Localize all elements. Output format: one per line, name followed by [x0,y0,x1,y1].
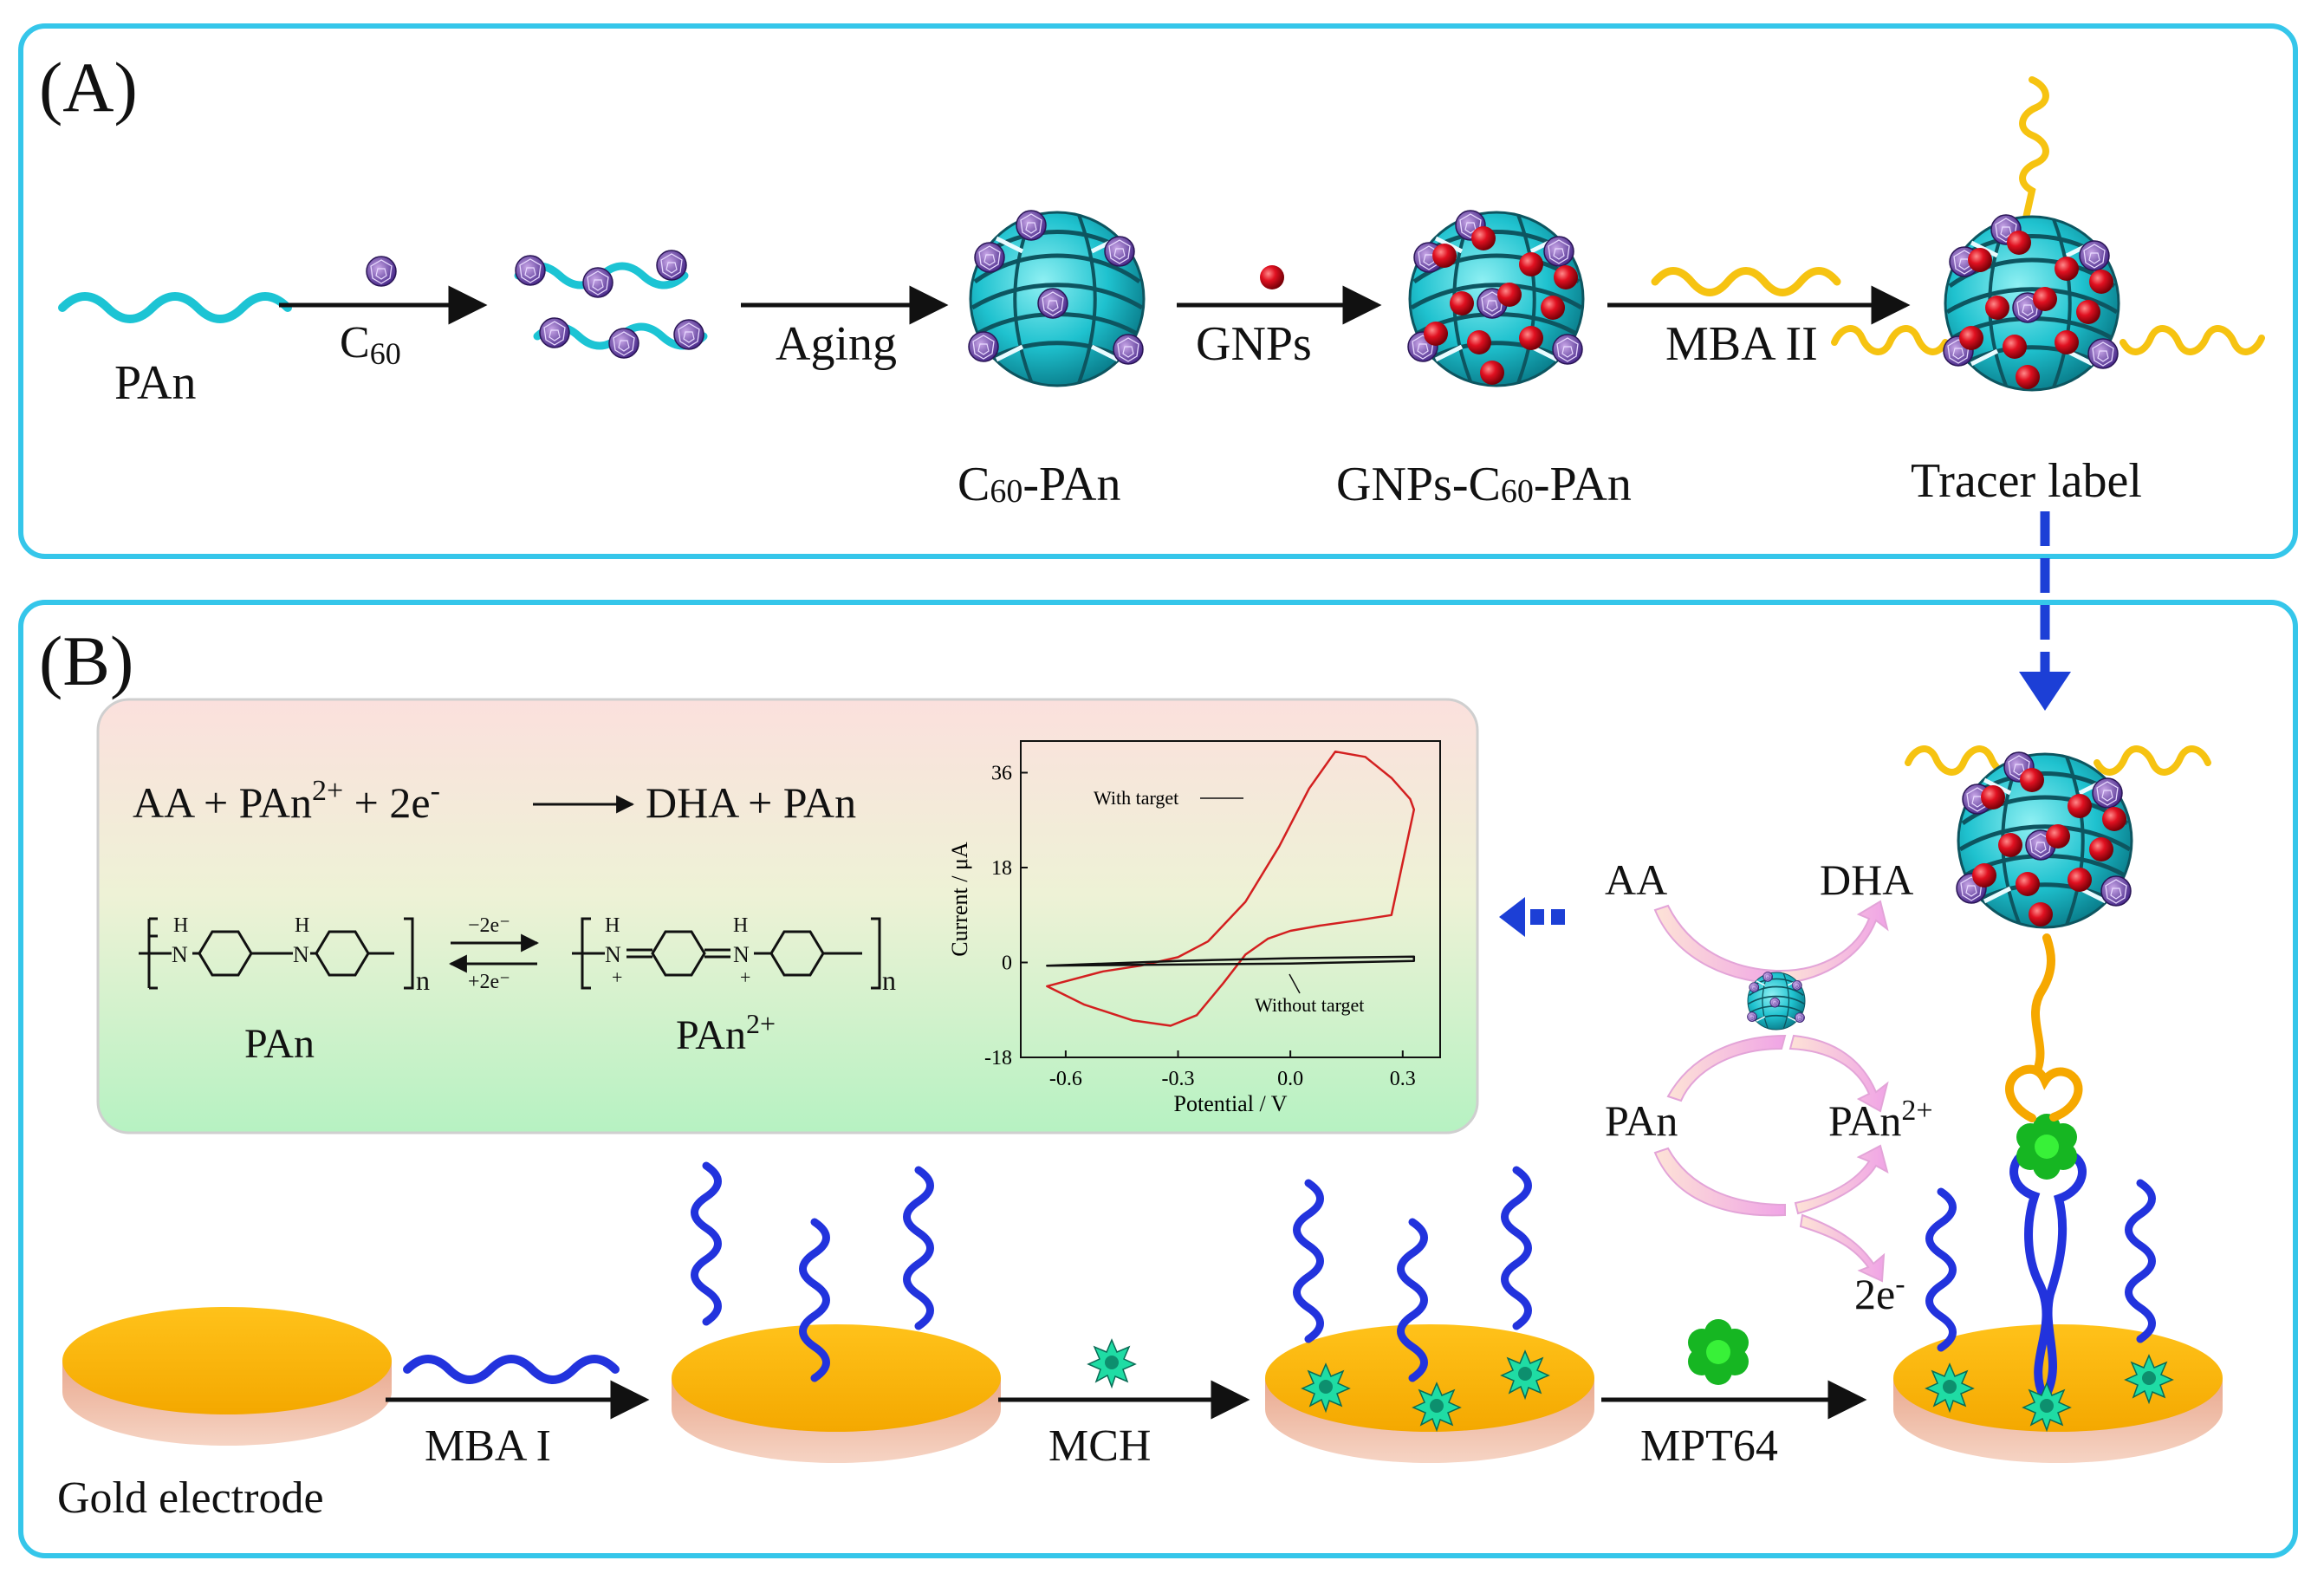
redox-equation-lhs: AA + PAn2+ + 2e- [133,775,440,827]
pan2-subscript-n: n [882,965,896,996]
gnps-c60-pan-nanosphere [1408,211,1583,386]
reduction-label: +2e⁻ [468,971,510,993]
pan2-n2: N [733,942,750,967]
mba2-probe-icon [1651,267,1841,296]
mpt64-protein-icon [1688,1319,1749,1385]
chart-plot-frame [1020,740,1441,1058]
arrow-gnps-label: GNPs [1196,317,1312,371]
tracer-label-text: Tracer label [1911,454,2142,508]
pan2-n1: N [605,942,621,967]
pan-c60-complex [514,250,708,359]
equilibrium-arrows [448,933,540,973]
y-tick-label-1: 18 [991,857,1012,880]
y-tick-label-3: -18 [984,1047,1012,1070]
pan2-structure-label: PAn2+ [676,1008,776,1058]
pan-subscript-n: n [416,965,430,996]
mechanism-inset [96,698,1479,1135]
pan-polymer-chain [58,292,292,323]
x-axis-title: Potential / V [1174,1091,1288,1116]
x-tick-label-2: 0.0 [1277,1068,1303,1090]
tracer-label-particle [1831,76,2265,390]
series-line-1 [1046,955,1416,967]
gnps-c60-pan-label: GNPs-C60-PAn [1336,458,1632,511]
pan-h2: H [295,914,309,937]
annotation-with-target: With target [1094,787,1178,809]
final-sandwich-electrode [1893,745,2223,1463]
annotation-without-target-pointer [1289,973,1301,994]
y-tick-label-0: 36 [991,763,1012,785]
c60-pan-label: C60-PAn [958,458,1120,511]
arrow-mba2-label: MBA II [1665,317,1818,371]
cycle-aa: AA [1605,855,1667,904]
arrow-mba1-label: MBA I [425,1421,551,1471]
cycle-electrons: 2e- [1854,1268,1905,1318]
x-tick-label-1: -0.3 [1162,1068,1195,1090]
pan2-h2: H [733,914,748,937]
cycle-pan: PAn [1605,1096,1678,1145]
annotation-without-target: Without target [1255,994,1364,1016]
electrode-with-probes [672,1166,1001,1463]
pan-structure-label: PAn [244,1021,315,1067]
panel-a-frame [18,23,2298,559]
c60-molecule-icon [366,256,397,287]
arrow-mch-label: MCH [1048,1421,1151,1471]
pan-n1: N [172,942,188,967]
panel-b-frame [18,600,2298,1558]
inset-pointer-arrow [1499,897,1565,937]
cycle-pan2: PAn2+ [1828,1095,1933,1145]
y-axis-title: Current / μA [947,842,972,957]
pan2-plus1: + [612,966,622,988]
cycle-dha: DHA [1820,855,1913,904]
pan2-h1: H [605,914,620,937]
series-line-0 [1046,750,1416,1027]
y-tick-label-2: 0 [1002,953,1012,975]
c60-pan-nanosphere [969,211,1144,386]
redox-equation-rhs: DHA + PAn [646,778,856,827]
connector-arrow [2019,511,2071,711]
oxidation-label: −2e⁻ [468,914,510,937]
arrow-mpt64-label: MPT64 [1640,1421,1778,1471]
mba1-probe-icon [403,1355,620,1384]
catalytic-cycle [1653,900,1889,1283]
gold-electrode-label: Gold electrode [57,1473,324,1523]
panel-b: (B) AA + PAn2+ + 2e- DHA + PAn N H N H n [18,600,2298,1558]
electrode-blocked-mch [1265,1170,1594,1463]
arrow-aging-label: Aging [776,317,897,371]
gold-electrode-1 [62,1307,392,1446]
arrow-c60-label: C60 [340,318,401,371]
pan2-structure [572,917,881,990]
panel-a: (A) PAn C60 Aging C60-PAn GNPs GNPs-C60-… [18,23,2298,559]
mch-molecule-icon [1087,1339,1136,1388]
pan-h1: H [173,914,188,937]
panel-a-tag: (A) [39,48,138,127]
x-tick-label-3: 0.3 [1390,1068,1416,1090]
pan-structure [139,917,414,990]
x-tick-label-0: -0.6 [1049,1068,1082,1090]
pan2-plus2: + [740,966,750,988]
panel-b-tag: (B) [39,621,133,700]
pan-n2: N [293,942,309,967]
pan-label: PAn [114,356,196,410]
gnp-particle-icon [1260,265,1284,289]
